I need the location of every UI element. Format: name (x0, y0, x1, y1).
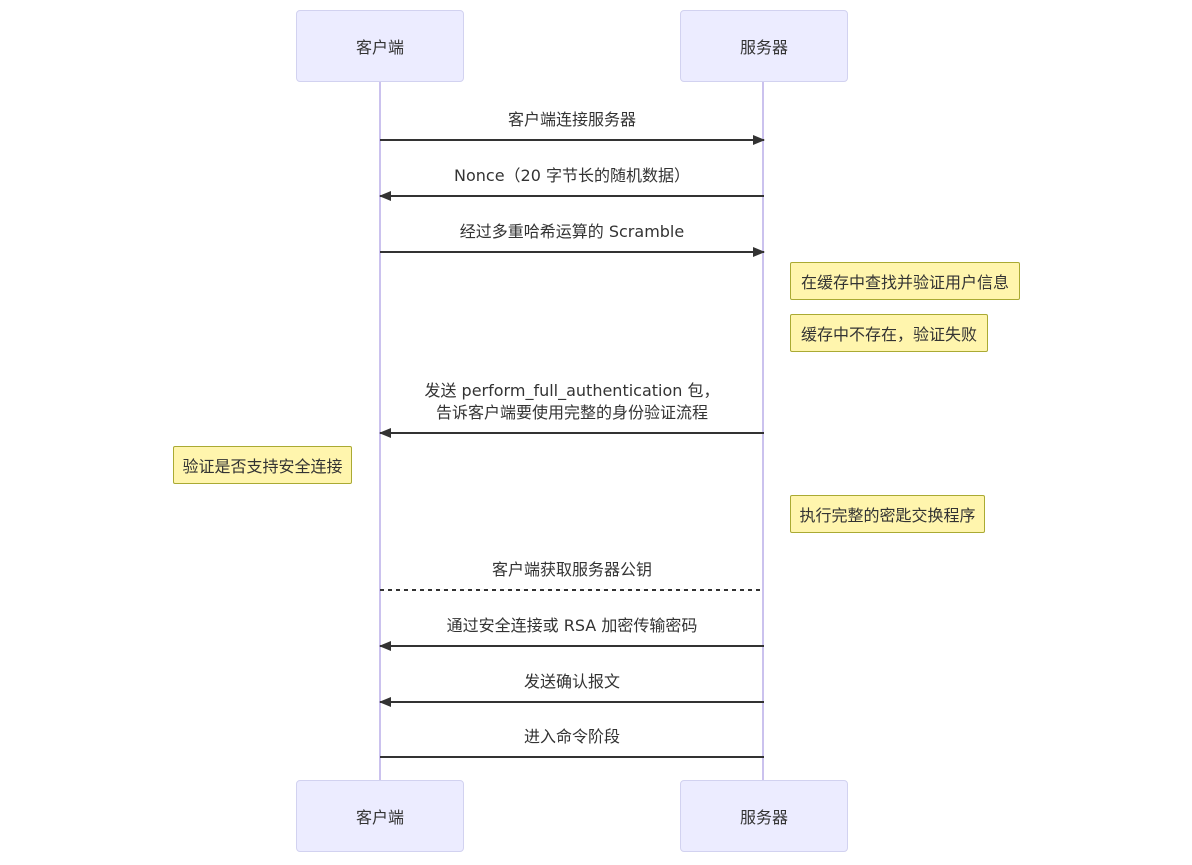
message-line (379, 428, 764, 438)
actor-server-label: 服务器 (739, 38, 788, 57)
arrowhead-left-icon (379, 641, 391, 651)
note-text: 缓存中不存在，验证失败 (800, 325, 977, 344)
message-command-phase: 进入命令阶段 (380, 726, 764, 758)
message-line (380, 135, 765, 145)
arrowhead-left-icon (379, 191, 391, 201)
message-connect: 客户端连接服务器 (380, 109, 765, 145)
note-text: 验证是否支持安全连接 (182, 457, 343, 476)
message-ack: 发送确认报文 (379, 671, 764, 707)
actor-client-top: 客户端 (296, 10, 464, 82)
message-label: 发送确认报文 (523, 672, 620, 691)
message-label: 经过多重哈希运算的 Scramble (459, 222, 685, 241)
actor-client-bottom: 客户端 (296, 780, 464, 852)
message-public-key: 客户端获取服务器公钥 (380, 559, 764, 591)
note-cache-lookup: 在缓存中查找并验证用户信息 (790, 262, 1020, 300)
arrowhead-left-icon (379, 428, 391, 438)
message-full-auth: 发送 perform_full_authentication 包， 告诉客户端要… (379, 380, 764, 438)
message-label: 发送 perform_full_authentication 包， 告诉客户端要… (424, 381, 720, 422)
note-key-exchange: 执行完整的密匙交换程序 (790, 495, 985, 533)
message-line (380, 247, 765, 257)
arrowhead-right-icon (753, 247, 765, 257)
message-label: 客户端获取服务器公钥 (491, 560, 652, 579)
arrowhead-right-icon (753, 135, 765, 145)
actor-server-label: 服务器 (739, 808, 788, 827)
note-text: 执行完整的密匙交换程序 (799, 506, 976, 525)
message-label: 通过安全连接或 RSA 加密传输密码 (446, 616, 698, 635)
note-text: 在缓存中查找并验证用户信息 (800, 273, 1009, 292)
message-label: 客户端连接服务器 (507, 110, 636, 129)
arrowhead-left-icon (379, 697, 391, 707)
message-label: 进入命令阶段 (523, 727, 620, 746)
actor-server-bottom: 服务器 (680, 780, 848, 852)
actor-server-top: 服务器 (680, 10, 848, 82)
message-line (379, 697, 764, 707)
message-scramble: 经过多重哈希运算的 Scramble (380, 221, 765, 257)
actor-client-label: 客户端 (355, 38, 404, 57)
note-verify-secure-connection: 验证是否支持安全连接 (173, 446, 352, 484)
note-cache-miss: 缓存中不存在，验证失败 (790, 314, 988, 352)
message-line-dashed (380, 589, 764, 591)
server-lifeline (762, 82, 764, 780)
message-line (379, 641, 764, 651)
message-rsa-password: 通过安全连接或 RSA 加密传输密码 (379, 615, 764, 651)
message-label: Nonce（20 字节长的随机数据） (454, 166, 690, 185)
actor-client-label: 客户端 (355, 808, 404, 827)
message-line (379, 191, 764, 201)
message-line (380, 756, 764, 758)
message-nonce: Nonce（20 字节长的随机数据） (379, 165, 764, 201)
